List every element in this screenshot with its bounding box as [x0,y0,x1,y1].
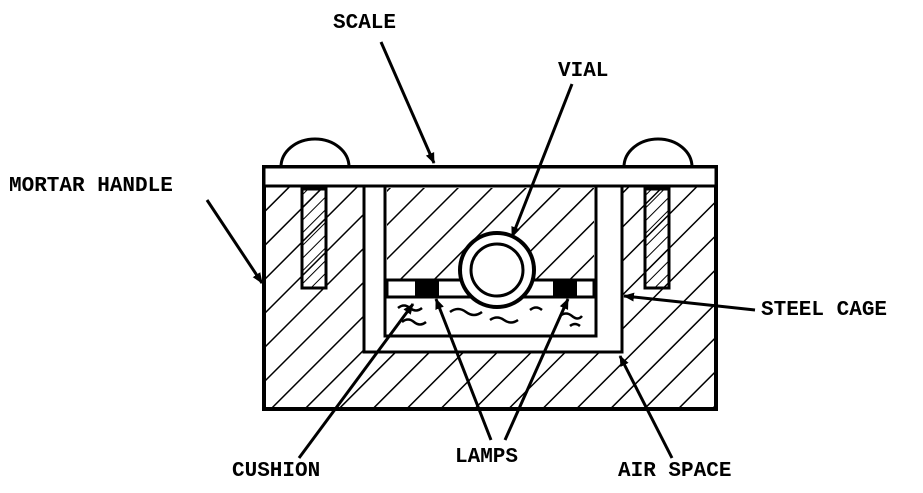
right-screw-head [622,137,694,169]
label-lamps: LAMPS [455,446,519,469]
mortar-handle-arrow [205,199,264,284]
left-screw-bore [300,187,328,290]
right-screw-bore [643,187,671,290]
label-cushion: CUSHION [232,460,321,483]
lamps-arrow-left [434,298,493,441]
steel-cage-arrow [623,292,756,312]
label-air-space: AIR SPACE [618,460,732,483]
lamps-arrow-right [503,298,570,441]
cushion-squiggles [397,304,583,328]
scale-arrow [379,41,436,164]
label-scale: SCALE [333,12,397,35]
air-space-arrow [618,355,674,459]
scale-plate [262,165,718,188]
right-lamp [553,280,577,297]
label-vial: VIAL [558,60,609,83]
left-lamp [415,280,439,297]
vial-inner [469,242,525,298]
left-screw-head [279,137,351,169]
vial-arrow [510,83,574,238]
label-steel-cage: STEEL CAGE [761,299,888,322]
cushion-arrow [297,303,415,459]
label-mortar-handle: MORTAR HANDLE [9,175,173,198]
